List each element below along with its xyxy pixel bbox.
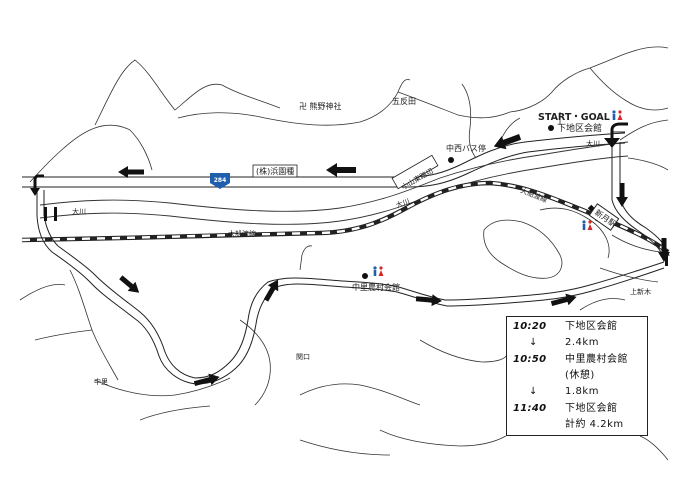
river-label-1: 大川 <box>72 207 86 216</box>
poi-nakazato-hall <box>362 273 368 279</box>
route-badge-label: 284 <box>214 177 227 184</box>
schedule-text: (休憩) <box>565 370 595 381</box>
area-kamishinkawa-label: 上新木 <box>630 287 651 296</box>
route-284-badge: 284 <box>210 173 230 189</box>
national-road-284 <box>22 132 626 188</box>
start-goal-label: START・GOAL <box>538 112 610 123</box>
arrow-hill-path <box>263 279 279 302</box>
schedule-text: 下地区会館 <box>565 321 618 332</box>
area-sekiguchi-label: 関口 <box>296 353 310 361</box>
schedule-text: 1.8km <box>565 386 599 397</box>
shrine-label: 卍 熊野神社 <box>299 101 342 111</box>
schedule-time: 11:40 <box>513 403 547 414</box>
shop-box <box>252 164 298 178</box>
schedule-row: (休憩) <box>507 368 647 384</box>
arrow-bottom-2 <box>415 294 442 307</box>
bus-stop-label: 中西バス停 <box>446 143 486 153</box>
schedule-row: ↓ 1.8km <box>507 384 647 400</box>
arrow-west-2 <box>326 163 356 177</box>
railway-ofunato-line <box>21 180 670 254</box>
schedule-row: 11:40 下地区会館 <box>507 401 647 417</box>
schedule-row: 10:20 下地区会館 <box>507 319 647 335</box>
schedule-time: 10:20 <box>513 321 547 332</box>
railway-label-2: 大船渡線 <box>519 186 548 205</box>
river-label-3: 大川 <box>586 139 600 148</box>
bridge-markers <box>44 207 668 266</box>
walking-route <box>36 131 670 385</box>
toilet-icon <box>373 266 384 276</box>
railway-label-1: 大船渡線 <box>228 229 256 238</box>
route-arrows <box>30 122 670 387</box>
station-box <box>588 203 620 231</box>
schedule-time: 10:50 <box>513 354 547 365</box>
start-dot <box>548 125 554 131</box>
area-gotanda-label: 五反田 <box>392 96 416 106</box>
poi-start <box>548 125 554 131</box>
start-place-label: 下地区会館 <box>557 122 602 134</box>
arrow-lower-left <box>119 275 140 293</box>
schedule-text: 中里農村会館 <box>565 354 628 365</box>
toilet-icon <box>612 110 623 120</box>
arrow-left-turn <box>30 174 44 196</box>
schedule-text: 2.4km <box>565 337 599 348</box>
schedule-text: 下地区会館 <box>565 403 618 414</box>
arrow-to-start <box>493 134 522 150</box>
arrow-start-return <box>604 122 628 148</box>
arrow-bottom-1 <box>550 293 577 307</box>
nakazato-hall-label: 中里農村会館 <box>352 282 400 292</box>
crossing-box <box>391 154 439 190</box>
schedule-row: 計約 4.2km <box>507 417 647 433</box>
schedule-box: 10:20 下地区会館 ↓ 2.4km 10:50 中里農村会館 (休憩) ↓ … <box>506 316 648 436</box>
schedule-row: ↓ 2.4km <box>507 335 647 351</box>
shop-label: (株)浜園種 <box>256 166 294 176</box>
arrow-up-right <box>616 183 628 207</box>
down-arrow-icon: ↓ <box>529 337 538 348</box>
toilet-icon <box>582 220 593 230</box>
poi-bus-stop <box>448 157 454 163</box>
schedule-text: 計約 4.2km <box>565 419 624 430</box>
down-arrow-icon: ↓ <box>529 386 538 397</box>
arrow-west-1 <box>118 166 144 178</box>
schedule-row: 10:50 中里農村会館 <box>507 352 647 368</box>
arrow-lower-mid <box>193 373 220 387</box>
river-ohkawa <box>39 141 629 225</box>
area-nakazato-label: 中里 <box>94 377 108 386</box>
